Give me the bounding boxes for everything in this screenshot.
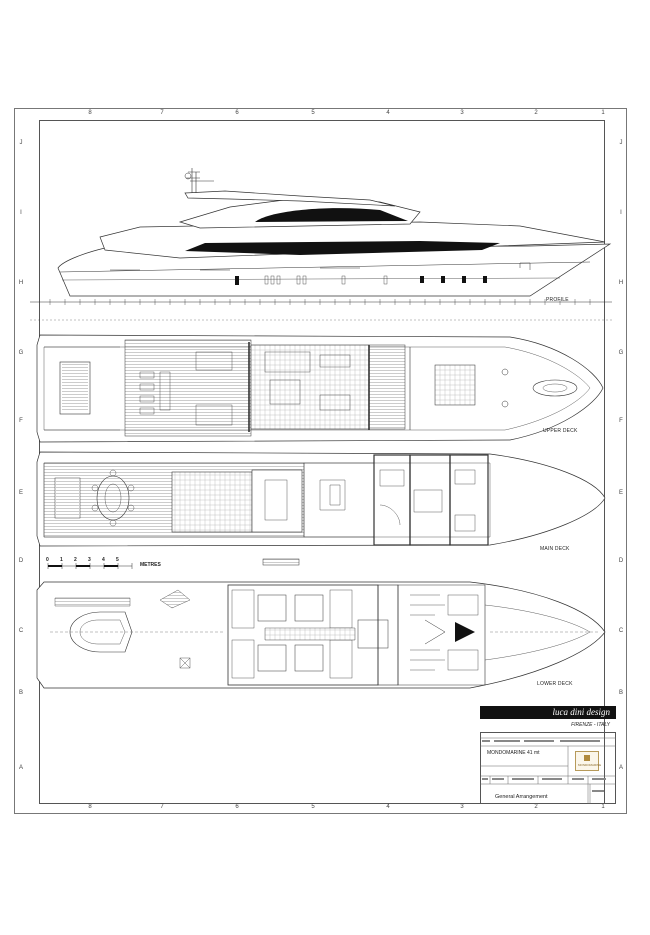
lower-deck-plan [36,581,606,689]
project-name: MONDOMARINE 41 mt [487,750,540,756]
main-deck-label: MAIN DECK [540,546,570,552]
scale-tick: 4 [102,557,105,563]
row-label: D [18,558,24,564]
column-label: 4 [386,804,390,810]
column-label: 7 [160,804,164,810]
row-label: B [18,690,23,696]
column-label: 6 [235,110,239,116]
title-block: luca dini design FIRENZE - ITALY [480,706,616,804]
column-label: 1 [601,110,605,116]
row-label: G [18,350,24,356]
column-label: 3 [460,804,464,810]
hardtop [184,190,396,207]
main-deck-plan [36,451,606,569]
row-label: J [19,140,23,146]
row-label: A [18,765,23,771]
upper-deck-plan [36,334,604,443]
drawing-title: General Arrangement [495,794,548,800]
column-label: 7 [160,110,164,116]
column-label: 2 [534,804,538,810]
profile-view [30,168,612,321]
row-label: H [618,280,624,286]
upper-window [255,208,408,222]
row-label: E [618,490,623,496]
client-logo: MONDOMARINE [575,751,602,771]
designer-name: luca dini design [552,707,611,717]
row-label: A [618,765,623,771]
scale-unit: METRES [140,562,161,568]
scale-tick: 2 [74,557,77,563]
designer-banner: luca dini design [480,706,616,719]
row-label: I [620,210,622,216]
row-label: F [19,418,23,424]
title-block-grid: MONDOMARINE 41 mt MONDOMARINE General Ar… [480,732,616,804]
row-label: G [618,350,624,356]
column-label: 4 [386,110,390,116]
column-label: 5 [311,110,315,116]
title-block-lines [480,737,616,804]
row-label: D [618,558,624,564]
column-label: 5 [311,804,315,810]
lower-deck-label: LOWER DECK [537,681,573,687]
column-label: 3 [460,110,464,116]
main-window [185,241,500,255]
column-label: 8 [88,110,92,116]
row-label: E [18,490,23,496]
column-label: 8 [88,804,92,810]
scale-tick: 0 [46,557,49,563]
client-logo-text: MONDOMARINE [578,763,602,767]
row-label: B [618,690,623,696]
scale-tick: 3 [88,557,91,563]
upper-deck-label: UPPER DECK [543,428,578,434]
row-label: I [20,210,22,216]
scale-tick: 5 [116,557,119,563]
row-label: H [18,280,24,286]
mast [186,168,214,193]
column-label: 2 [534,110,538,116]
column-label: 6 [235,804,239,810]
row-label: F [619,418,623,424]
scale-tick: 1 [60,557,63,563]
column-label: 1 [601,804,605,810]
profile-label: PROFILE [546,297,569,303]
designer-location: FIRENZE - ITALY [571,722,610,728]
client-logo-mark [584,755,590,761]
row-label: J [619,140,623,146]
row-label: C [618,628,624,634]
row-label: C [18,628,24,634]
